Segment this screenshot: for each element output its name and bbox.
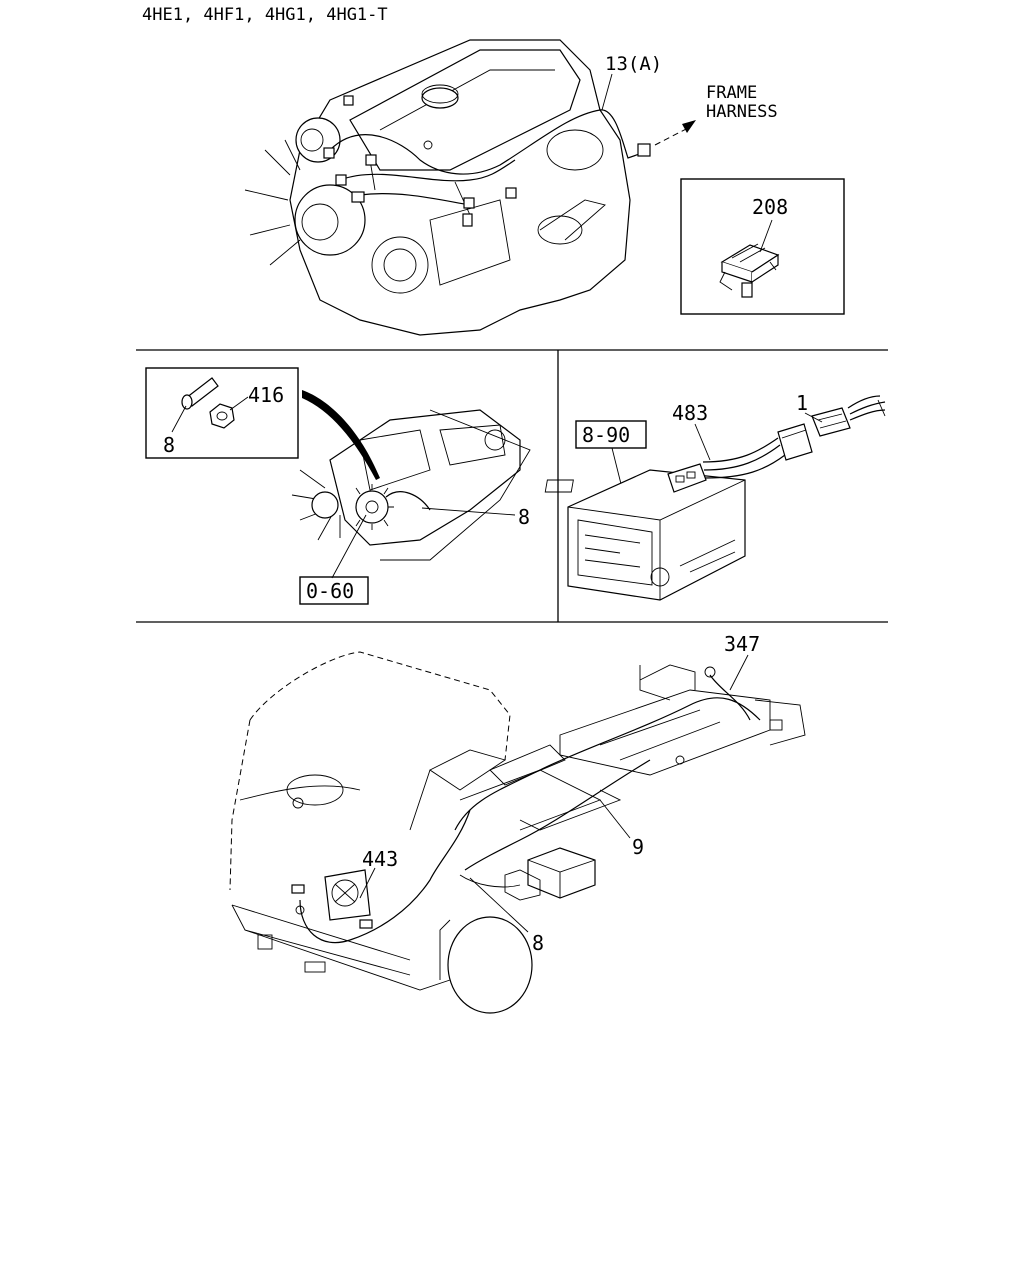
bolt-callout: 8 (163, 433, 175, 457)
frame-harness-label-line2: HARNESS (706, 102, 778, 122)
detail-sweep (302, 390, 380, 480)
leader-443 (359, 867, 376, 899)
fan-callout: 443 (362, 847, 398, 871)
starter-engine-illustration (291, 409, 531, 561)
leader-8-battery (469, 877, 529, 933)
rear-harness-callout: 347 (724, 632, 760, 656)
nut-callout: 416 (248, 383, 284, 407)
radio-unit (544, 469, 746, 601)
engine-illustration (244, 39, 651, 336)
truck-cab-illustration (229, 651, 533, 1014)
leader-13a (601, 73, 613, 111)
frame-harness-arrow (654, 120, 696, 146)
battery-cable-callout: 8 (532, 931, 544, 955)
leader-8-bolt (171, 405, 187, 433)
leader-0-60 (331, 514, 367, 579)
clip-inset-frame (680, 178, 845, 315)
leader-1 (804, 412, 823, 423)
leader-8-cable (421, 507, 516, 516)
ref-0-60: 0-60 (306, 579, 354, 603)
engine-models-title: 4HE1, 4HF1, 4HG1, 4HG1-T (142, 5, 388, 25)
leader-347 (729, 654, 749, 691)
adapter-harness-483 (667, 423, 813, 493)
bolt-and-nut (181, 377, 235, 429)
leader-416 (229, 396, 249, 411)
ref-box-0-60 (299, 576, 369, 605)
adapter-callout: 483 (672, 401, 708, 425)
nut-bolt-inset-frame (145, 367, 299, 459)
ref-8-90: 8-90 (582, 423, 630, 447)
cable-callout: 8 (518, 505, 530, 529)
vehicle-connector-1 (811, 395, 886, 437)
frame-harness-callout: 9 (632, 835, 644, 859)
leader-9 (599, 799, 631, 839)
harness-callout: 13(A) (605, 53, 662, 75)
chassis-frame-illustration (454, 664, 806, 901)
harness-clip-208 (719, 243, 780, 298)
leader-208 (759, 219, 773, 253)
frame-harness-label-line1: FRAME (706, 83, 757, 103)
leader-483 (694, 423, 711, 461)
leader-8-90 (611, 447, 623, 489)
ref-box-8-90 (575, 420, 647, 449)
connector-callout: 1 (796, 391, 808, 415)
clip-callout: 208 (752, 195, 788, 219)
